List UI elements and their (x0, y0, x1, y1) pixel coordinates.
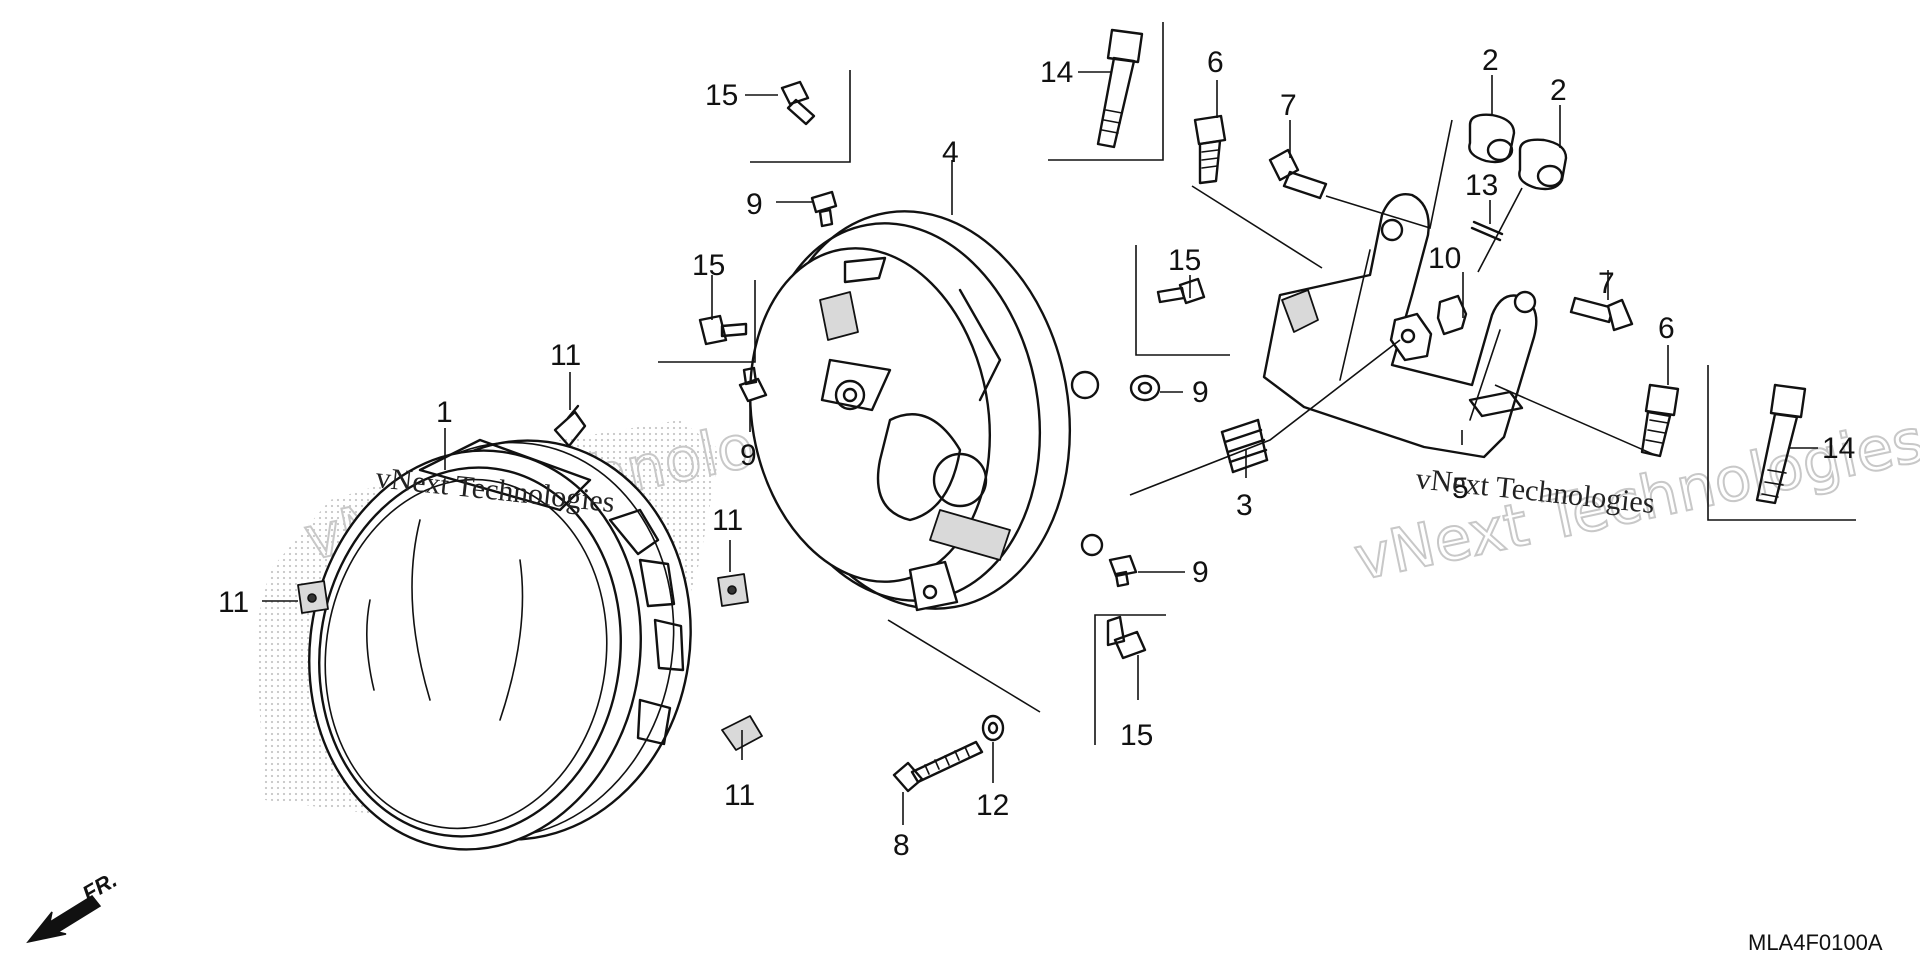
part-long-bolt (892, 740, 984, 793)
part-grommet-a (1468, 113, 1516, 164)
callout-9c: 9 (1192, 376, 1209, 409)
callout-9a: 9 (746, 188, 763, 221)
part-step-bolt-15b (698, 314, 748, 346)
part-grommet-b (1518, 138, 1568, 191)
part-bolt-9c (1129, 374, 1161, 402)
callout-11b: 11 (218, 586, 249, 619)
callout-4: 4 (942, 136, 959, 169)
callout-labels: 1 2 2 3 4 5 6 6 7 7 8 9 9 9 9 10 11 11 1… (218, 44, 1855, 862)
callout-15d: 15 (1120, 719, 1153, 752)
front-arrow-icon (26, 895, 102, 944)
callout-9b: 9 (740, 439, 757, 472)
drawing-code: MLA4F0100A (1748, 930, 1883, 955)
callout-11a: 11 (550, 339, 581, 372)
part-shoulder-bolt-b (1569, 296, 1634, 332)
part-spring (1220, 418, 1269, 474)
part-washer (981, 714, 1005, 742)
callout-8: 8 (893, 829, 910, 862)
part-step-bolt-15c (1156, 277, 1206, 305)
part-step-bolt-15d (1106, 615, 1147, 660)
part-shoulder-bolt-a (1268, 148, 1328, 200)
callout-5: 5 (1452, 472, 1469, 505)
callout-3: 3 (1236, 489, 1253, 522)
part-bolt-9b (738, 366, 768, 403)
callout-11c: 11 (712, 504, 743, 537)
part-clip-11c (717, 573, 749, 607)
callout-11d: 11 (724, 779, 755, 812)
callout-12: 12 (976, 789, 1009, 822)
part-headlight-case (748, 210, 1104, 612)
callout-7b: 7 (1598, 267, 1615, 300)
part-step-bolt-15a (780, 80, 816, 126)
part-socket-bolt-b (1640, 383, 1680, 458)
callout-14b: 14 (1822, 432, 1855, 465)
leader-lines (262, 71, 1818, 825)
front-direction-marker: FR. (26, 867, 121, 944)
callout-2a: 2 (1482, 44, 1499, 77)
part-bolt-9a (810, 190, 838, 228)
part-collar (1436, 294, 1468, 336)
callout-6a: 6 (1207, 46, 1224, 79)
part-long-socket-bolt-b (1755, 383, 1807, 505)
callout-15b: 15 (692, 249, 725, 282)
reference-lines (658, 22, 1856, 745)
callout-14a: 14 (1040, 56, 1073, 89)
callout-2b: 2 (1550, 74, 1567, 107)
callout-15a: 15 (705, 79, 738, 112)
part-headlight-unit (308, 438, 692, 851)
callout-10: 10 (1428, 242, 1461, 275)
callout-6b: 6 (1658, 312, 1675, 345)
callout-13: 13 (1465, 169, 1498, 202)
part-socket-bolt-a (1193, 114, 1227, 185)
callout-1: 1 (436, 396, 453, 429)
part-long-socket-bolt-a (1096, 28, 1144, 149)
callout-7a: 7 (1280, 89, 1297, 122)
part-clip-11b (297, 580, 329, 614)
part-bolt-9d (1108, 554, 1138, 588)
callout-15c: 15 (1168, 244, 1201, 277)
callout-9d: 9 (1192, 556, 1209, 589)
part-clip-11a (553, 404, 587, 448)
part-pin (1470, 220, 1504, 242)
part-headlight-stay (1262, 193, 1538, 459)
